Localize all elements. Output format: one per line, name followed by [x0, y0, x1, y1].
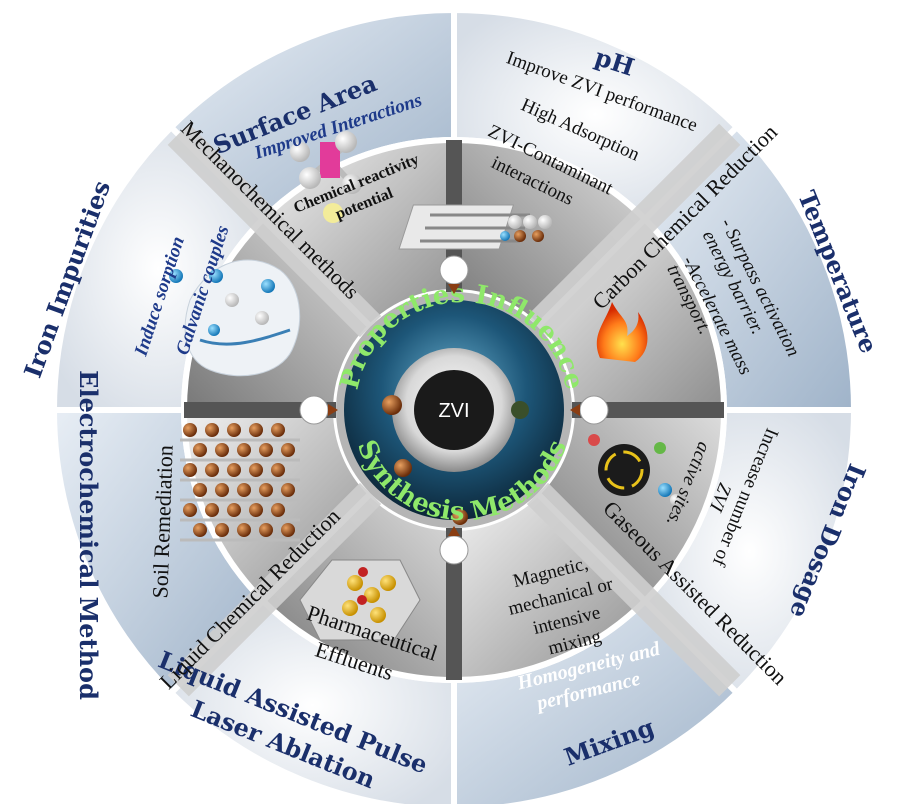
center-core [414, 370, 494, 450]
method-band [526, 123, 741, 338]
soil-particle [281, 443, 295, 457]
soil-particle [215, 443, 229, 457]
soil-particle [205, 423, 219, 437]
soil-particle [249, 503, 263, 517]
graphene-illustration [299, 559, 421, 641]
ring-particle [511, 401, 529, 419]
soil-particle [227, 503, 241, 517]
soil-particle [215, 483, 229, 497]
label-electrochemical-method: Electrochemical Method [74, 370, 103, 700]
soil-particle [183, 503, 197, 517]
soil-particle [205, 463, 219, 477]
connector-arrow [448, 284, 460, 294]
ring-particle [394, 459, 412, 477]
center-label: ZVI [438, 400, 469, 422]
soil-particle [271, 503, 285, 517]
method-band [167, 482, 382, 697]
soil-particle [259, 523, 273, 537]
connector-tab [299, 395, 329, 425]
soil-particle [215, 523, 229, 537]
soil-particle [183, 423, 197, 437]
connector-tab [439, 255, 469, 285]
soil-particle [271, 423, 285, 437]
connector-tab [439, 535, 469, 565]
connector-tab [579, 395, 609, 425]
soil-particle [193, 483, 207, 497]
soil-particle [249, 463, 263, 477]
method-band [167, 123, 382, 338]
soil-particle [237, 523, 251, 537]
molecule-illustration [290, 131, 362, 223]
soil-lattice-illustration [180, 423, 300, 542]
soil-particle [227, 463, 241, 477]
soil-particle [205, 503, 219, 517]
ring-particle [382, 395, 402, 415]
soil-particle [281, 483, 295, 497]
lattice-illustration-ph [398, 204, 552, 250]
soil-particle [227, 423, 241, 437]
nanoparticle-icon [588, 434, 682, 506]
connector-arrow [570, 404, 580, 416]
note-soil-remediation: Soil Remediation [147, 445, 177, 599]
soil-particle [249, 423, 263, 437]
connector-arrow [448, 526, 460, 536]
connector-tabs [299, 255, 609, 565]
fire-icon [596, 302, 648, 362]
soil-particle [237, 443, 251, 457]
method-band [526, 482, 741, 697]
ring-particle [452, 509, 468, 525]
soil-particle [259, 483, 273, 497]
soil-particle [193, 523, 207, 537]
outer-sectors [50, 6, 858, 804]
connector-arrow [328, 404, 338, 416]
soil-particle [237, 483, 251, 497]
galvanic-blob-illustration [169, 259, 301, 377]
soil-particle [193, 443, 207, 457]
soil-particle [271, 463, 285, 477]
soil-particle [281, 523, 295, 537]
soil-particle [183, 463, 197, 477]
soil-particle [259, 443, 273, 457]
